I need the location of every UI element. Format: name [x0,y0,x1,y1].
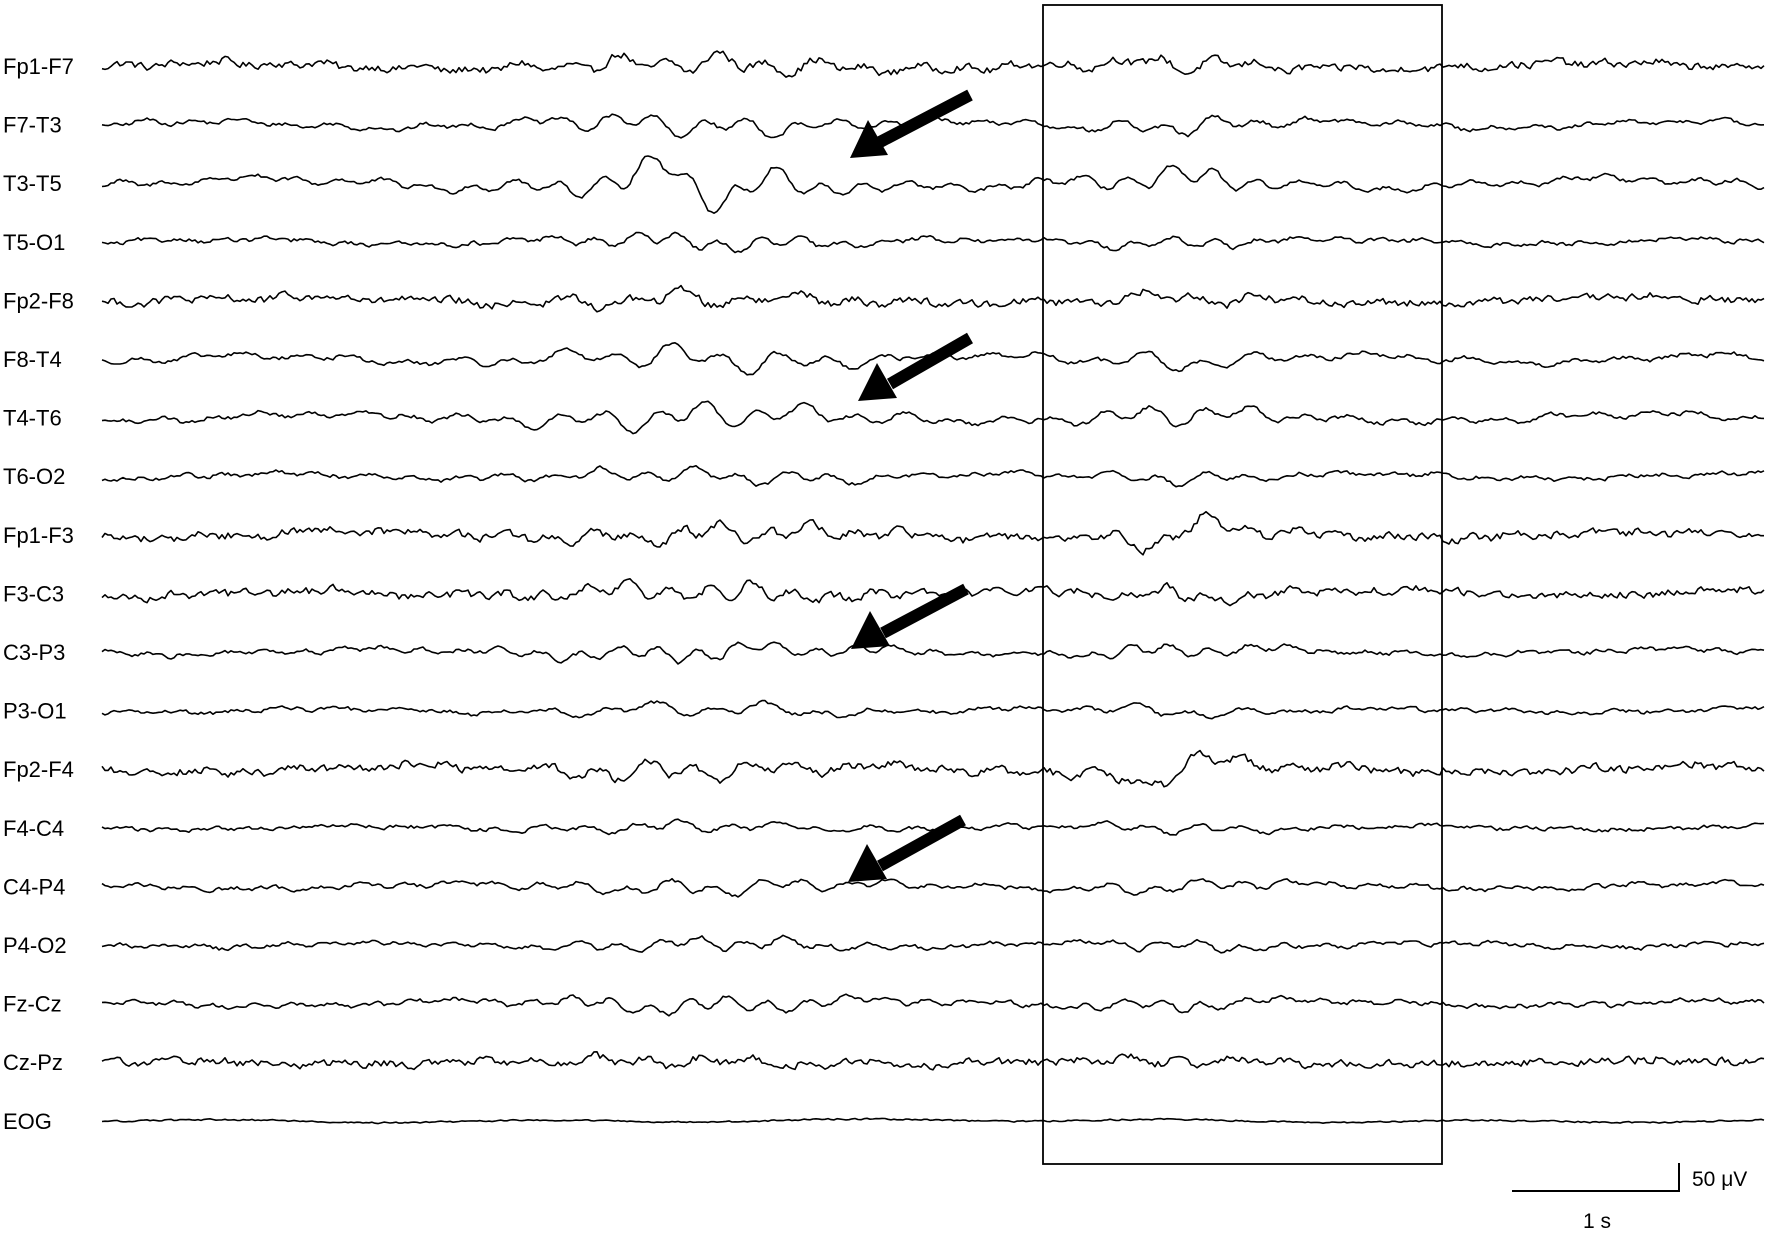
channel-label: C3-P3 [3,640,65,665]
arrow-f7-t3 [850,89,973,158]
arrow-f8-t4 [858,332,973,401]
channel-trace [101,578,1765,607]
channel-label: F3-C3 [3,581,64,606]
channel-label: F8-T4 [3,347,62,372]
scale-bar: 50 μV 1 s [1512,1163,1747,1233]
channel-trace [101,934,1765,954]
amplitude-scale-label: 50 μV [1692,1168,1747,1191]
channel-label: F7-T3 [3,113,62,138]
arrow-c3-p3 [851,583,969,649]
channel-label: T3-T5 [3,171,62,196]
channel-trace [101,749,1765,788]
channel-label: EOG [3,1109,52,1134]
channel-label: Fp2-F4 [3,757,74,782]
channel-label: T5-O1 [3,230,65,255]
channel-trace [101,993,1765,1017]
channel-trace [101,1117,1765,1125]
channel-trace [101,155,1765,214]
channel-label: Fp1-F7 [3,54,74,79]
highlight-box [1042,4,1443,1165]
channel-trace [101,877,1765,898]
channel-label: C4-P4 [3,874,65,899]
channel-labels: Fp1-F7F7-T3T3-T5T5-O1Fp2-F8F8-T4T4-T6T6-… [3,54,74,1134]
channel-label: F4-C4 [3,816,64,841]
channel-trace [101,50,1765,78]
channel-trace [101,400,1765,435]
channel-trace [101,465,1765,488]
channel-trace [101,284,1765,313]
channel-trace [101,1051,1765,1071]
channel-traces [101,50,1765,1125]
channel-trace [101,699,1765,720]
channel-label: Fp2-F8 [3,288,74,313]
channel-trace [101,641,1765,665]
channel-trace [101,231,1765,254]
channel-trace [101,510,1764,556]
channel-trace [101,818,1765,836]
channel-label: Fz-Cz [3,992,62,1017]
channel-label: T4-T6 [3,406,62,431]
channel-label: Cz-Pz [3,1050,63,1075]
channel-label: T6-O2 [3,464,65,489]
arrow-c4-p4 [848,814,966,882]
channel-label: P3-O1 [3,699,67,724]
channel-label: P4-O2 [3,933,67,958]
time-scale-label: 1 s [1583,1210,1611,1233]
channel-label: Fp1-F3 [3,523,74,548]
